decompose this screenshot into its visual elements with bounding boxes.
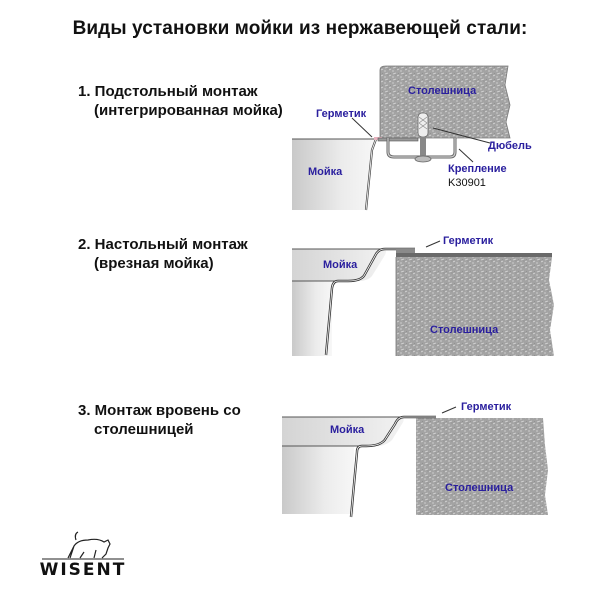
logo-text: WISENT xyxy=(39,560,127,580)
section-2-title-line1: 2. Настольный монтаж xyxy=(78,236,248,253)
section-1-title-line1: 1. Подстольный монтаж xyxy=(78,83,258,100)
diagram-drop-in xyxy=(292,240,554,356)
brand-logo: WISENT xyxy=(28,530,138,580)
d1-countertop-label: Столешница xyxy=(408,85,477,97)
d1-mount-code: K30901 xyxy=(448,177,486,189)
diagram-flush-mount xyxy=(282,406,548,518)
d1-dowel-label: Дюбель xyxy=(488,140,532,152)
section-3-title: 3. Монтаж вровень со столешницей xyxy=(78,401,241,439)
section-3-title-line1: 3. Монтаж вровень со xyxy=(78,402,241,419)
section-2-title-line2: (врезная мойка) xyxy=(94,255,214,272)
d3-countertop-label: Столешница xyxy=(445,482,514,494)
section-1-title-line2: (интегрированная мойка) xyxy=(94,102,283,119)
page-title: Виды установки мойки из нержавеющей стал… xyxy=(72,18,528,39)
section-2-title: 2. Настольный монтаж (врезная мойка) xyxy=(78,235,248,273)
d1-mount-label: Крепление xyxy=(448,163,507,175)
d3-sealant-label: Герметик xyxy=(461,401,512,413)
d2-sink-label: Мойка xyxy=(323,259,358,271)
d1-sealant-label: Герметик xyxy=(316,108,367,120)
section-1-title: 1. Подстольный монтаж (интегрированная м… xyxy=(78,82,283,120)
section-3-title-line2: столешницей xyxy=(94,421,194,438)
d2-sealant-label: Герметик xyxy=(443,235,494,247)
d2-countertop-label: Столешница xyxy=(430,324,499,336)
d1-sink-label: Мойка xyxy=(308,166,343,178)
diagram-undermount xyxy=(292,65,511,211)
bison-icon xyxy=(42,531,124,560)
d3-sink-label: Мойка xyxy=(330,424,365,436)
